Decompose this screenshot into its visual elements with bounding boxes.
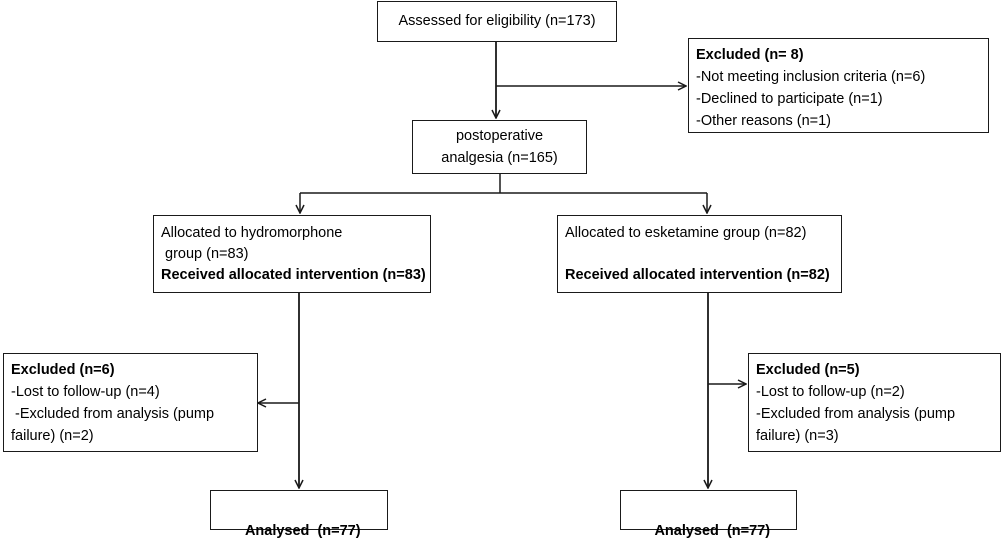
analysed-left-text: Analysed (n=77) xyxy=(244,523,361,539)
postop-line1: postoperative xyxy=(455,128,544,144)
esket-line1: Allocated to esketamine group (n=82) xyxy=(565,225,807,241)
excluded-top-item: -Not meeting inclusion criteria (n=6) xyxy=(696,69,926,85)
excluded-left-item: failure) (n=2) xyxy=(11,428,94,444)
hydromorphone-box: Allocated to hydromorphone group (n=83) … xyxy=(153,215,431,293)
esketamine-box: Allocated to esketamine group (n=82) Rec… xyxy=(557,215,842,293)
hydro-line1: Allocated to hydromorphone xyxy=(161,225,343,241)
excluded-top-box: Excluded (n= 8) -Not meeting inclusion c… xyxy=(688,38,989,133)
assessed-box: Assessed for eligibility (n=173) xyxy=(377,1,617,42)
postop-line2: analgesia (n=165) xyxy=(441,150,558,166)
analysed-left-box: Analysed (n=77) xyxy=(210,490,388,539)
excluded-right-item: -Lost to follow-up (n=2) xyxy=(756,384,905,400)
excluded-right-box: Excluded (n=5) -Lost to follow-up (n=2) … xyxy=(748,353,1001,452)
excluded-top-item: -Other reasons (n=1) xyxy=(696,113,831,129)
excluded-right-item: failure) (n=3) xyxy=(756,428,839,444)
hydro-received: Received allocated intervention (n=83) xyxy=(161,267,426,283)
analysed-right-box: Analysed (n=77) xyxy=(620,490,797,539)
excluded-left-item: -Excluded from analysis (pump xyxy=(11,406,215,422)
hydro-line2: group (n=83) xyxy=(161,246,249,262)
assessed-text: Assessed for eligibility (n=173) xyxy=(398,13,596,29)
analysed-right-text: Analysed (n=77) xyxy=(654,523,771,539)
excluded-top-title: Excluded (n= 8) xyxy=(696,47,804,63)
excluded-left-title: Excluded (n=6) xyxy=(11,362,115,378)
postop-box: postoperative analgesia (n=165) xyxy=(412,120,587,174)
excluded-right-title: Excluded (n=5) xyxy=(756,362,860,378)
excluded-right-item: -Excluded from analysis (pump xyxy=(756,406,956,422)
excluded-left-item: -Lost to follow-up (n=4) xyxy=(11,384,160,400)
excluded-top-item: -Declined to participate (n=1) xyxy=(696,91,883,107)
esket-received: Received allocated intervention (n=82) xyxy=(565,267,830,283)
excluded-left-box: Excluded (n=6) -Lost to follow-up (n=4) … xyxy=(3,353,258,452)
